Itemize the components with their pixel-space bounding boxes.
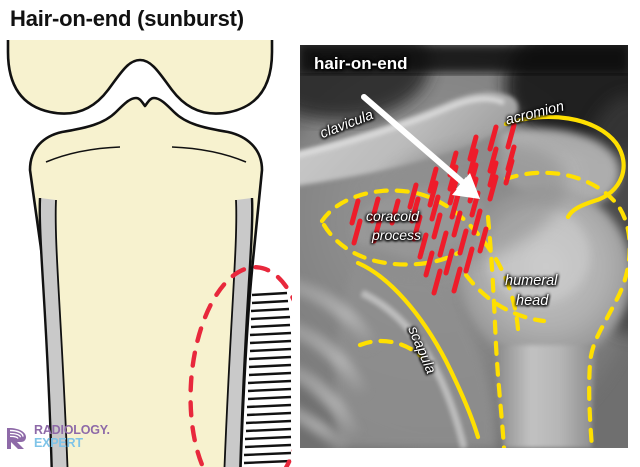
rib-shadows [300,279,379,448]
logo-line-expert: EXPERT [34,435,83,450]
logo-wordmark: RADIOLOGY. EXPERT [34,424,110,449]
scapula-outline-solid [355,260,481,440]
tibial-plateau-line-left [45,146,121,163]
hair-on-end-callout-label: hair-on-end [314,54,408,73]
tumour-matrix-haze [353,141,567,269]
humeral-shaft-outline-dashed [485,214,507,448]
cortex-right-outer-line [239,197,254,467]
cortex-left-outer-line [38,197,53,467]
scapula-body [334,245,496,448]
shoulder-radiograph-svg [300,45,628,448]
humeral-head-outline-dashed [503,170,628,448]
red-dashed-highlight [188,265,292,467]
humerus-shaft [496,345,596,448]
knee-diagram-svg [6,40,292,467]
tibial-plateau-line-right [171,146,247,163]
bone-illustration-panel [0,40,292,467]
red-spicule-marks [349,122,517,296]
cortex-left-inner-line [54,199,69,467]
xray-panel: hair-on-end clavicula acromion coracoid … [300,45,628,448]
cortex-right-inner-line [223,199,238,467]
acromion-outline-solid [503,114,626,220]
hair-on-end-spicules [243,291,292,465]
page-title: Hair-on-end (sunburst) [10,6,244,31]
cortex-right [224,198,253,467]
cortex-left [39,198,68,467]
humeral-neck-outline-dashed [463,272,547,324]
radiology-expert-logo: RADIOLOGY. EXPERT [7,424,110,449]
clavicle-highlight [300,96,506,158]
tibia-shape [28,96,264,467]
coracoid-outline-dashed-lower [321,222,461,267]
scapula-lateral-border [360,289,468,448]
femur-shape [6,40,274,115]
lower-left-outline-dashed [357,338,425,360]
swirl-r-icon [7,427,26,449]
callout-arrow-icon [361,94,480,199]
logo-line-radiology: RADIOLOGY. [34,423,110,437]
